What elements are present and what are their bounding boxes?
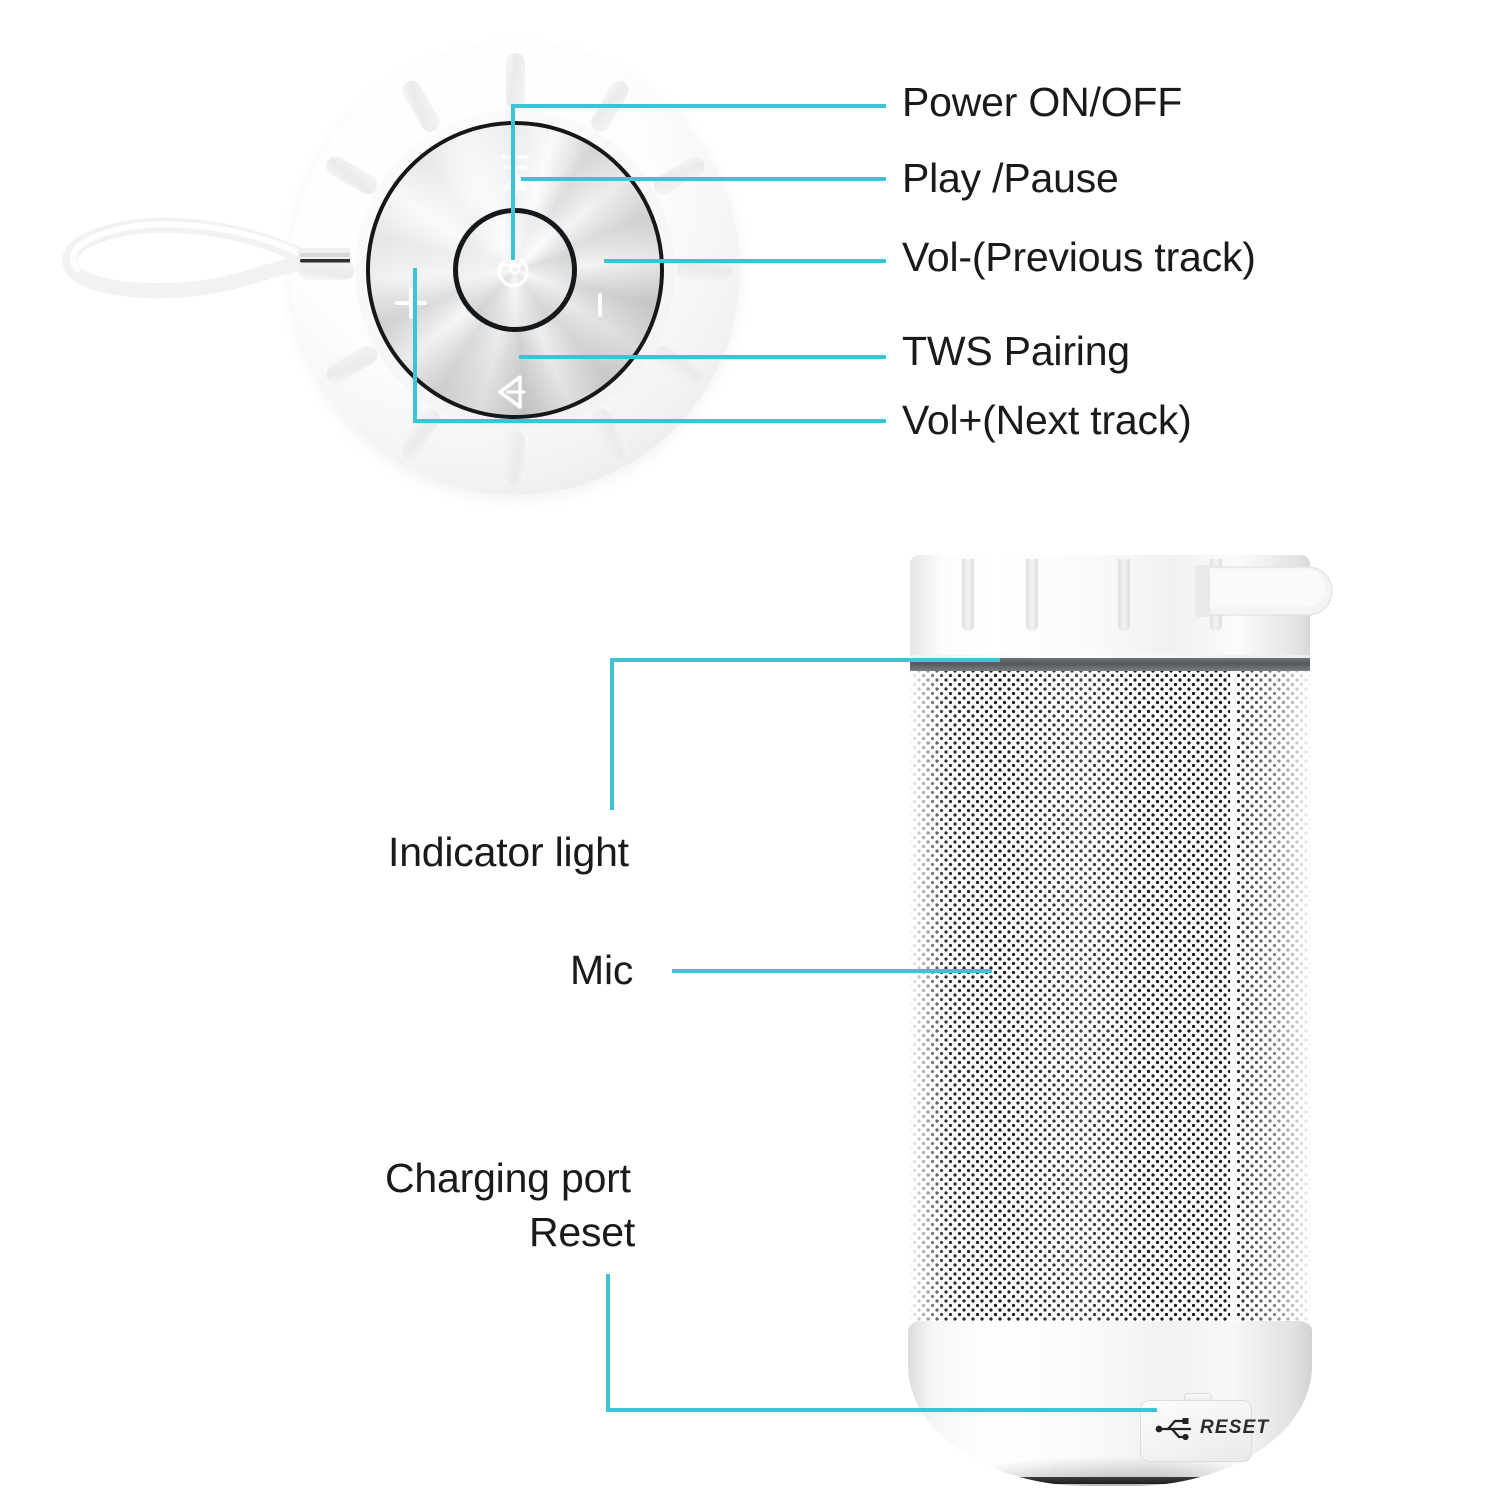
power-button[interactable] bbox=[453, 208, 577, 332]
callout-vol-up-label: Vol+(Next track) bbox=[902, 397, 1192, 443]
housing-fin bbox=[505, 431, 525, 487]
base-foot bbox=[968, 1477, 1252, 1484]
callout-mic-label: Mic bbox=[570, 947, 634, 993]
leader-line-mic bbox=[672, 969, 992, 973]
callout-play-pause-label: Play /Pause bbox=[902, 155, 1119, 201]
leader-line-charging-horizontal bbox=[606, 1408, 1157, 1412]
callout-tws-label: TWS Pairing bbox=[902, 328, 1130, 374]
leader-line-charging-vertical bbox=[606, 1274, 610, 1412]
speaker-top-view bbox=[290, 45, 740, 495]
indicator-light-gloss bbox=[910, 655, 1310, 659]
housing-fin bbox=[676, 260, 732, 280]
wrist-strap-loop bbox=[50, 205, 356, 315]
speaker-base bbox=[908, 1321, 1312, 1486]
callout-charging-port-label: Charging port bbox=[385, 1155, 631, 1201]
cap-groove bbox=[1026, 559, 1038, 631]
callout-vol-down-label: Vol-(Previous track) bbox=[902, 234, 1256, 280]
leader-line-power-horizontal bbox=[511, 104, 886, 108]
callout-power-label: Power ON/OFF bbox=[902, 79, 1183, 125]
grille-shading bbox=[910, 671, 1310, 1325]
reset-label: RESET bbox=[1200, 1417, 1270, 1438]
indicator-light bbox=[910, 658, 1310, 671]
callout-reset-label: Reset bbox=[529, 1209, 636, 1255]
leader-line-indicator-vertical bbox=[610, 658, 614, 810]
port-flap-tab[interactable] bbox=[1184, 1393, 1212, 1403]
leader-line-vol-up-horizontal bbox=[413, 419, 886, 423]
usb-icon bbox=[1150, 1413, 1198, 1448]
cap-groove bbox=[962, 559, 974, 631]
speaker-side-view: RESET bbox=[890, 555, 1333, 1486]
housing-fin bbox=[505, 53, 525, 109]
leader-line-vol-down bbox=[604, 259, 886, 263]
leader-line-play-pause bbox=[521, 177, 886, 181]
cap-groove bbox=[1118, 559, 1130, 631]
leader-line-tws bbox=[519, 355, 886, 359]
leader-line-vol-up-vertical bbox=[413, 268, 417, 423]
cap-strap-loop bbox=[1190, 563, 1350, 627]
leader-line-power-vertical bbox=[511, 104, 515, 260]
power-button-highlight bbox=[458, 213, 572, 327]
leader-line-indicator-horizontal bbox=[610, 658, 1000, 662]
callout-indicator-light-label: Indicator light bbox=[388, 829, 629, 875]
